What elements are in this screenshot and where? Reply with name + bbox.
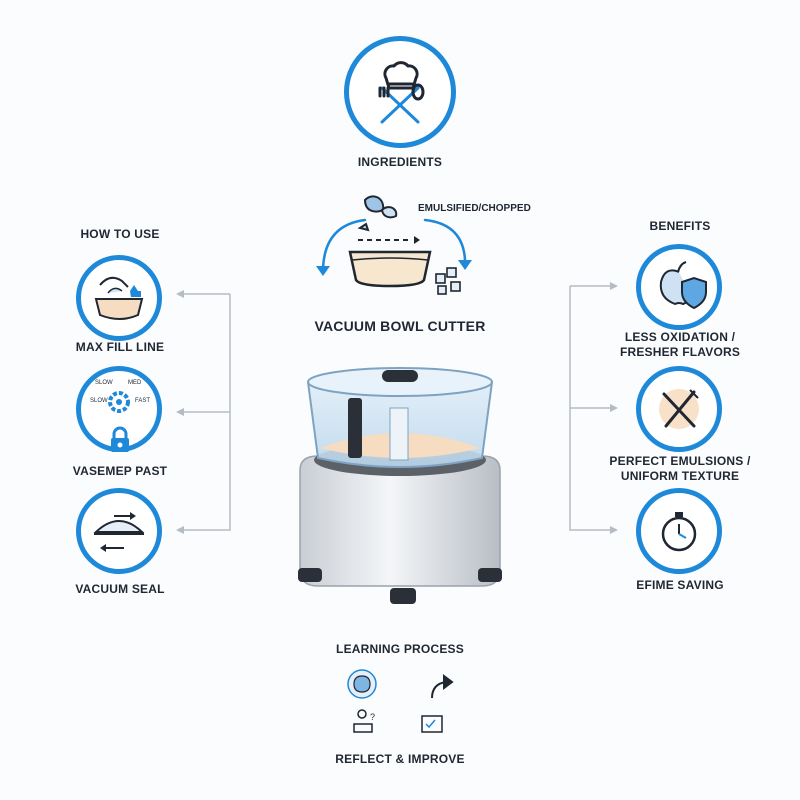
how-to-use-heading: HOW TO USE [80, 227, 160, 241]
vacuum-lid-icon [93, 512, 145, 552]
checklist-icon [421, 715, 443, 733]
learning-heading: LEARNING PROCESS [336, 642, 464, 656]
emulsified-label: EMULSIFIED/CHOPPED [418, 203, 531, 214]
learning-icons: ? [347, 669, 454, 733]
dial-slow-top: SLOW [95, 380, 113, 386]
vacuum-seal-label: VACUUM SEAL [75, 582, 165, 596]
ingredients-circle [344, 36, 456, 148]
oxidation-label-2: FRESHER FLAVORS [619, 345, 741, 359]
apple-shield-icon [659, 261, 707, 310]
emulsion-label-1: PERFECT EMULSIONS / [609, 454, 751, 468]
ingredients-flow-illustration [316, 195, 472, 295]
stopwatch-icon [661, 512, 697, 552]
brain-icon [347, 669, 377, 699]
dial-slow-left: SLOW [90, 398, 108, 404]
emulsion-label-2: UNIFORM TEXTURE [620, 469, 740, 483]
worker-question-icon: ? [353, 709, 375, 733]
reflect-label: REFLECT & IMPROVE [335, 752, 465, 766]
oxidation-label-1: LESS OXIDATION / [624, 330, 736, 344]
center-title: VACUUM BOWL CUTTER [314, 318, 486, 334]
dial-fast: FAST [135, 398, 151, 404]
svg-text:?: ? [370, 712, 375, 722]
speed-label: VASEMEP PAST [72, 464, 168, 478]
speed-dial-icon [108, 391, 130, 413]
knife-fork-icon [659, 389, 699, 429]
bowl-cutter-illustration [298, 367, 502, 604]
time-saving-label: EFIME SAVING [636, 578, 724, 592]
max-fill-label: MAX FILL LINE [75, 340, 165, 354]
dial-med: MED [128, 380, 142, 386]
lock-icon [111, 426, 129, 452]
ingredients-label: INGREDIENTS [357, 155, 443, 169]
rising-arrow-icon [431, 674, 454, 699]
benefits-heading: BENEFITS [649, 219, 711, 233]
bowl-fill-icon [94, 276, 144, 320]
chef-hat-fork-spoon-icon [378, 61, 425, 124]
